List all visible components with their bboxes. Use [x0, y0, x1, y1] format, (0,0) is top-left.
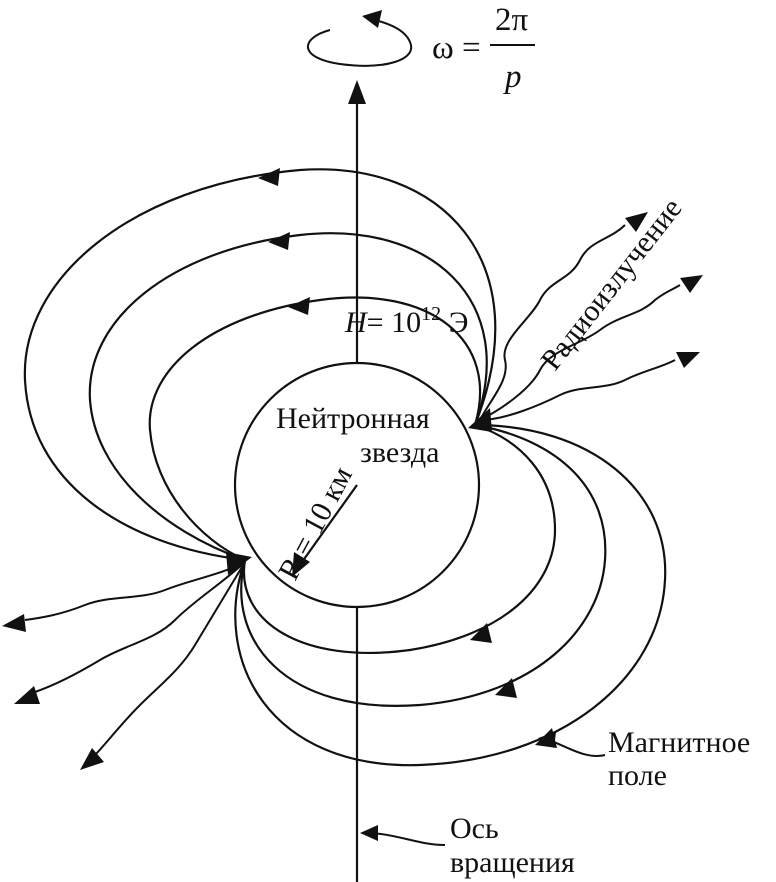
field-strength-symbol: H — [344, 306, 369, 339]
formula-lhs: ω = — [432, 30, 481, 66]
radio-emission-upper-right — [479, 212, 703, 421]
star-label-line2: звезда — [360, 436, 439, 469]
rotation-axis-label-line1: Ось — [450, 812, 499, 845]
formula-denominator: p — [503, 59, 522, 95]
radiation-label: Радиоизлучение — [535, 192, 689, 376]
rotation-axis-label-line2: вращения — [450, 846, 575, 879]
field-lines-lower-right — [234, 423, 667, 767]
field-strength-exponent: 12 — [421, 303, 441, 325]
star-label-line1: Нейтронная — [276, 402, 430, 435]
angular-velocity-formula: ω = 2π p — [432, 2, 535, 95]
rotation-indicator — [307, 10, 413, 67]
magnetic-field-label-line2: поле — [608, 759, 667, 792]
magnetic-field-label-line1: Магнитное — [608, 726, 750, 759]
field-strength-value: = 10 — [367, 306, 421, 339]
radio-emission-lower-left — [2, 561, 246, 770]
radius-arrow — [292, 484, 358, 577]
field-lines-upper-left — [23, 168, 497, 562]
leader-lines — [360, 732, 606, 846]
field-strength-unit: Э — [441, 306, 468, 339]
formula-numerator: 2π — [495, 2, 529, 38]
field-strength-label: H= 1012 Э — [344, 303, 468, 339]
